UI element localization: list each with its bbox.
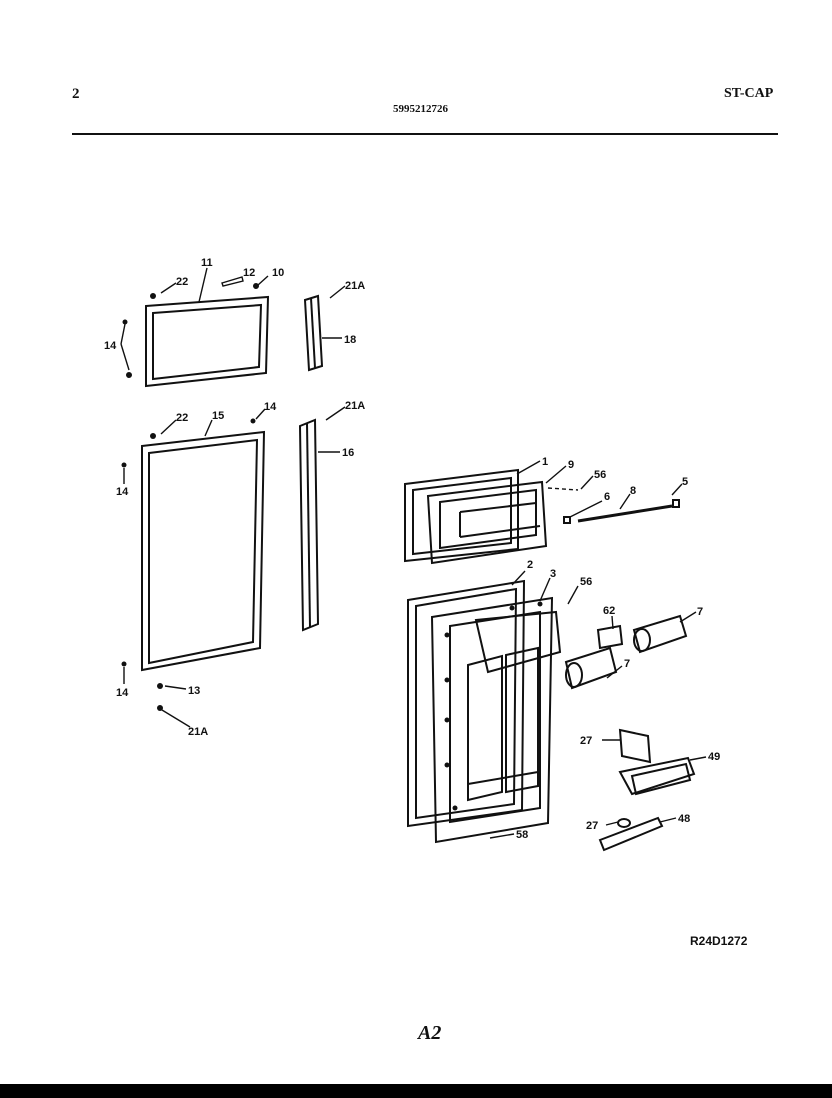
callout-14: 14 [116,687,129,699]
callout-9: 9 [568,459,574,471]
freezer-door-parts [563,499,680,524]
model-code: ST-CAP [724,86,774,101]
header-rule [72,133,778,135]
callout-14: 14 [264,401,277,413]
callout-16: 16 [342,447,354,459]
callout-8: 8 [630,485,636,497]
callout-15: 15 [212,410,224,422]
callout-3: 3 [550,568,556,580]
callout-10: 10 [272,267,284,279]
lower-gasket [141,430,266,672]
callout-48: 48 [678,813,690,825]
callout-12: 12 [243,267,255,279]
reference-code: R24D1272 [690,934,748,948]
callout-21a: 21A [188,726,208,738]
callout-56: 56 [580,576,592,588]
upper-handle [303,294,324,372]
callout-27: 27 [586,820,598,832]
small-fasteners [121,283,259,711]
refrigerator-door-panel [407,579,562,844]
callout-49: 49 [708,751,720,763]
callout-22: 22 [176,412,188,424]
callout-14: 14 [104,340,117,352]
callout-7: 7 [697,606,703,618]
callout-56: 56 [594,469,606,481]
callout-21a: 21A [345,400,365,412]
door-accessories [564,614,696,852]
upper-gasket [145,295,270,388]
callout-13: 13 [188,685,200,697]
lower-handle [298,418,320,632]
page-border-bottom [0,1084,832,1098]
page-number: 2 [72,86,80,102]
callout-2: 2 [527,559,533,571]
callout-1: 1 [542,456,548,468]
callout-14: 14 [116,486,129,498]
page-label: A2 [418,1022,442,1044]
callout-7: 7 [624,658,630,670]
callout-22: 22 [176,276,188,288]
callout-labels: 22 11 12 10 14 21A 18 22 15 14 21A 16 14… [104,257,720,841]
callout-5: 5 [682,476,688,488]
leader-lines [120,267,707,839]
callout-62: 62 [603,605,615,617]
door-rivets [444,601,543,811]
part-number: 5995212726 [393,103,448,115]
callout-18: 18 [344,334,356,346]
callout-21a: 21A [345,280,365,292]
callout-6: 6 [604,491,610,503]
callout-11: 11 [201,257,213,269]
callout-27: 27 [580,735,592,747]
callout-58: 58 [516,829,528,841]
freezer-door-panel [404,468,548,565]
